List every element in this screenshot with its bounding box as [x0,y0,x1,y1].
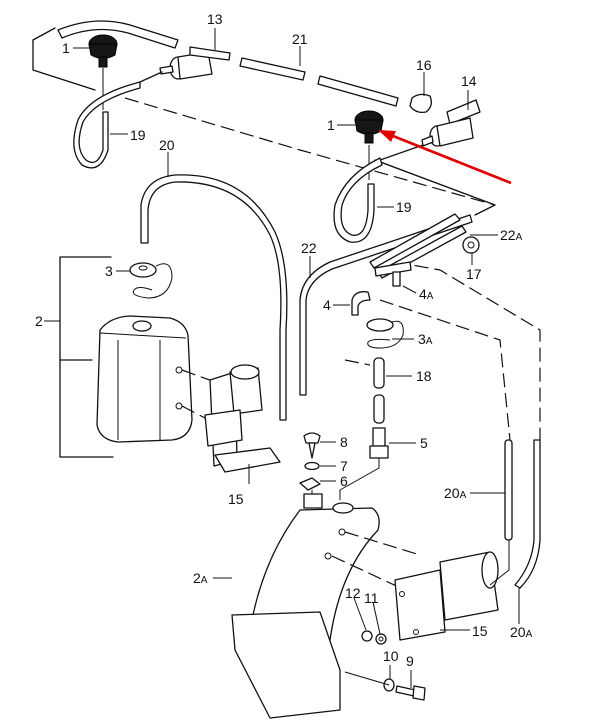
washer-jet-left [88,34,118,110]
callout-15-lower: 15 [472,623,488,639]
pump-15-lower [394,551,499,641]
callout-22: 22 [301,240,317,256]
hose-22 [299,214,473,396]
callout-3: 3 [105,263,113,279]
non-return-valve-14 [379,99,481,161]
callout-10: 10 [383,648,399,664]
screw-8 [303,432,321,459]
callout-4a: 4A [419,286,434,302]
washer-7 [304,461,320,471]
callout-12: 12 [345,585,361,601]
callout-13: 13 [207,11,223,27]
reservoir-2 [96,315,193,443]
nut-12 [361,630,373,642]
callout-2: 2 [35,313,43,329]
callout-7: 7 [340,458,348,474]
callout-19-right: 19 [396,199,412,215]
callout-6: 6 [340,473,348,489]
grommet-17 [462,236,480,254]
pump-15-upper [181,364,281,484]
hose-18 [373,357,385,424]
callout-1-right: 1 [327,117,335,133]
washer-11 [375,633,387,645]
callout-16: 16 [416,57,432,73]
callout-1-left: 1 [62,40,70,56]
callout-11: 11 [364,590,379,606]
callout-20a-upper: 20A [444,485,467,501]
hose-19-right [333,157,383,243]
callout-21: 21 [292,31,308,47]
callout-22a: 22A [500,227,523,243]
elbow-4 [351,291,371,316]
non-return-valve-13 [139,46,231,83]
callout-9: 9 [406,653,414,669]
highlight-arrow [378,130,512,185]
hose-20 [140,174,288,421]
hose-21 [57,20,399,107]
callout-3a: 3A [418,331,433,347]
callout-20: 20 [159,137,175,153]
reservoir-2a [231,493,421,719]
callout-14: 14 [461,73,477,89]
clip-16 [409,93,432,114]
callout-2a: 2A [193,570,208,586]
filler-cap-3a [366,318,404,349]
leader-lines [44,28,520,688]
grommet-5 [339,427,389,500]
callout-8: 8 [340,434,348,450]
guide-lines [32,27,541,441]
hose-20a [489,439,541,589]
hose-19-left [73,81,141,169]
bracket-2 [59,256,114,458]
callout-15-upper: 15 [228,491,244,507]
filler-cap-3 [129,262,173,299]
bolt-9 [344,671,426,701]
t-piece-4a [374,261,412,287]
callout-17: 17 [466,266,482,282]
callout-5: 5 [420,435,428,451]
washer-jet-right [354,110,384,180]
callout-20a-lower: 20A [510,624,533,640]
callout-labels: 1 1 2 2A 3 3A 4 4A 5 6 7 8 9 10 11 12 13… [35,11,533,669]
callout-18: 18 [416,368,432,384]
callout-4: 4 [323,297,331,313]
callout-19-left: 19 [130,127,146,143]
